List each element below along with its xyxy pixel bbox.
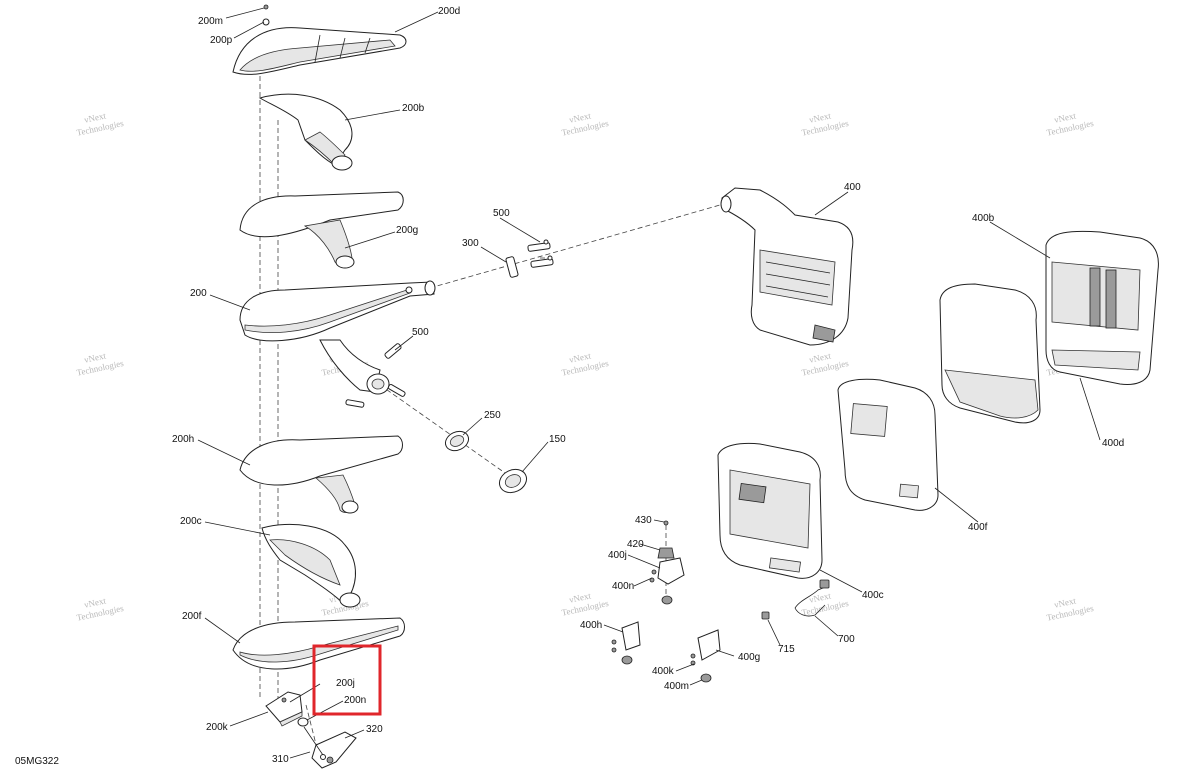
diagram-code: 05MG322 <box>15 756 59 767</box>
watermark: vNext Technologies <box>76 350 125 377</box>
part-200f-shield[interactable] <box>232 617 405 670</box>
label-400d: 400d <box>1102 438 1124 449</box>
part-200h-shield[interactable] <box>239 435 403 514</box>
part-250-gasket[interactable] <box>442 428 471 454</box>
watermark: vNext Technologies <box>1046 595 1095 622</box>
label-250: 250 <box>484 410 501 421</box>
watermark: vNext Technologies <box>561 350 610 377</box>
svg-text:vNext: vNext <box>808 110 832 124</box>
part-310-bolt[interactable] <box>303 726 326 760</box>
watermark: vNext Technologies <box>76 595 125 622</box>
part-200g-shield[interactable] <box>239 191 404 269</box>
part-420-grommet[interactable] <box>657 547 675 559</box>
label-400k: 400k <box>652 666 675 677</box>
part-400b-heat-shield[interactable] <box>1045 230 1159 385</box>
svg-text:vNext: vNext <box>83 110 107 124</box>
part-300-clamp[interactable] <box>505 256 519 278</box>
label-200h: 200h <box>172 434 194 445</box>
highlight-box <box>312 644 382 716</box>
part-200d-top-shield[interactable] <box>232 27 407 75</box>
svg-text:vNext: vNext <box>83 350 107 364</box>
label-715: 715 <box>778 644 795 655</box>
part-430-bolt[interactable] <box>663 520 669 526</box>
svg-text:vNext: vNext <box>808 350 832 364</box>
label-400f: 400f <box>968 522 988 533</box>
label-150: 150 <box>549 434 566 445</box>
part-400g-bracket[interactable] <box>690 629 721 666</box>
label-200d: 200d <box>438 6 460 17</box>
label-430: 430 <box>635 515 652 526</box>
part-200k-bracket[interactable] <box>265 691 303 727</box>
watermark: vNext Technologies <box>1046 110 1095 137</box>
svg-text:vNext: vNext <box>1053 110 1077 124</box>
label-500-lower: 500 <box>412 327 429 338</box>
label-400g: 400g <box>738 652 760 663</box>
label-420: 420 <box>627 539 644 550</box>
part-200m-bolt[interactable] <box>262 4 270 26</box>
part-200c-shield[interactable] <box>261 523 361 608</box>
part-400j-bracket[interactable] <box>649 557 685 585</box>
label-200n: 200n <box>344 695 366 706</box>
label-200m: 200m <box>198 16 223 27</box>
label-200c: 200c <box>180 516 202 527</box>
part-200n-washer[interactable] <box>297 717 309 727</box>
callout-labels: 200m 200p 200d 200b 200g 200 200h 200c 2… <box>15 6 1124 767</box>
part-700-sensor[interactable] <box>794 579 830 617</box>
label-200g: 200g <box>396 225 418 236</box>
label-700: 700 <box>838 634 855 645</box>
part-400m-grommet[interactable] <box>700 673 712 683</box>
label-400h: 400h <box>580 620 602 631</box>
watermark: vNext Technologies <box>561 110 610 137</box>
label-200k: 200k <box>206 722 229 733</box>
label-200: 200 <box>190 288 207 299</box>
watermark: vNext Technologies <box>801 590 850 617</box>
part-500-spring-lower[interactable] <box>345 343 406 408</box>
part-400c-heat-shield[interactable] <box>717 442 823 579</box>
watermark: vNext Technologies <box>801 350 850 377</box>
part-400f-heat-shield[interactable] <box>837 378 939 511</box>
part-150-gasket[interactable] <box>496 465 531 497</box>
svg-text:vNext: vNext <box>83 595 107 609</box>
label-400j: 400j <box>608 550 627 561</box>
watermark: vNext Technologies <box>561 590 610 617</box>
watermark: vNext Technologies <box>76 110 125 137</box>
label-400m: 400m <box>664 681 689 692</box>
part-400-muffler[interactable] <box>720 187 854 346</box>
label-400b: 400b <box>972 213 995 224</box>
part-500-spring-upper[interactable] <box>527 239 554 268</box>
svg-text:vNext: vNext <box>1053 595 1077 609</box>
label-320: 320 <box>366 724 383 735</box>
svg-text:vNext: vNext <box>568 110 592 124</box>
part-400n-grommet[interactable] <box>661 595 673 605</box>
label-400n: 400n <box>612 581 634 592</box>
svg-text:vNext: vNext <box>568 590 592 604</box>
part-200b-shield[interactable] <box>258 93 353 171</box>
label-310: 310 <box>272 754 289 765</box>
label-200f: 200f <box>182 611 202 622</box>
svg-text:vNext: vNext <box>568 350 592 364</box>
watermark: vNext Technologies <box>801 110 850 137</box>
part-400d-heat-shield[interactable] <box>939 283 1041 424</box>
part-400h-bracket[interactable] <box>611 621 641 665</box>
part-200-exhaust-pipe[interactable] <box>239 280 436 395</box>
svg-text:vNext: vNext <box>808 590 832 604</box>
label-500-top: 500 <box>493 208 510 219</box>
leader-lines <box>197 7 1101 759</box>
label-400c: 400c <box>862 590 884 601</box>
label-200p: 200p <box>210 35 233 46</box>
part-715-clip[interactable] <box>761 611 770 620</box>
label-200b: 200b <box>402 103 425 114</box>
part-320-bracket[interactable] <box>311 731 357 769</box>
label-300: 300 <box>462 238 479 249</box>
label-200j: 200j <box>336 678 355 689</box>
label-400: 400 <box>844 182 861 193</box>
